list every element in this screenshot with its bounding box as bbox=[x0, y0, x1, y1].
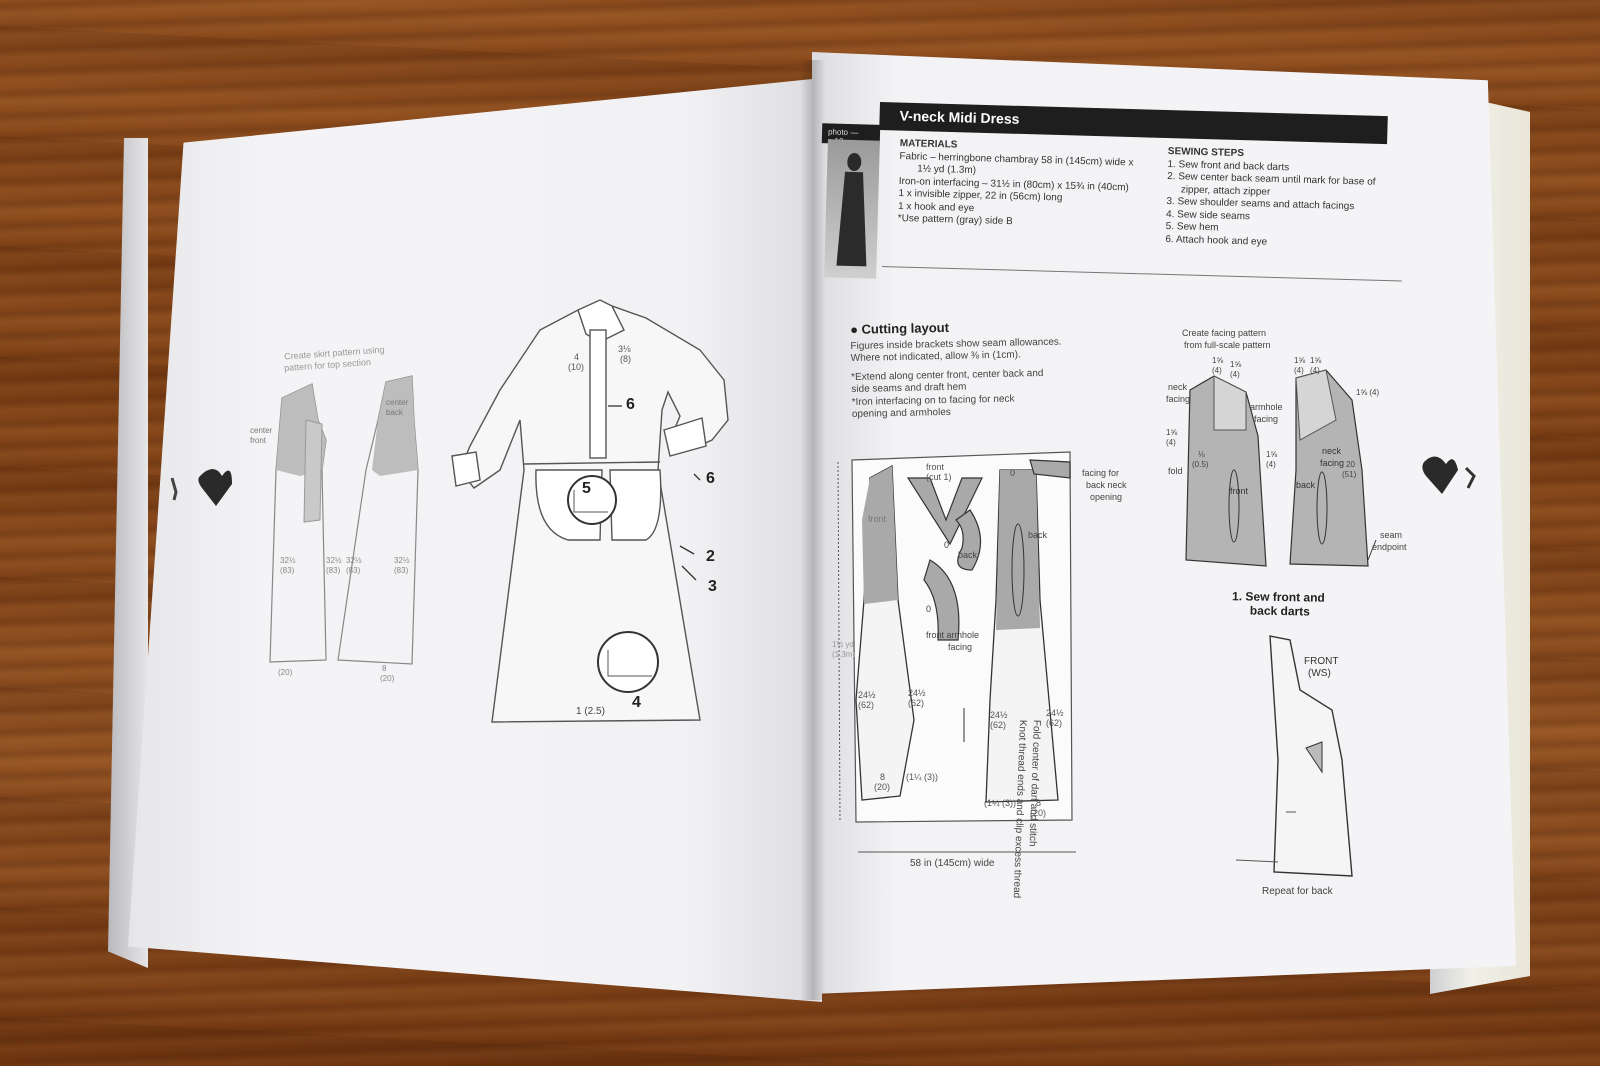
facing-front-label: front bbox=[1230, 486, 1249, 496]
model-photo-thumbnail bbox=[824, 139, 880, 279]
cut-front-facing-label: front bbox=[926, 462, 945, 472]
facing-m8-cm: (4) bbox=[1266, 460, 1276, 469]
skirt-measure-4-cm: (83) bbox=[394, 566, 409, 575]
back-length-2: 24½ bbox=[1046, 708, 1064, 718]
front-armhole-label: front armhole bbox=[926, 630, 980, 640]
front-length-cm: (62) bbox=[858, 700, 875, 710]
front-hem: 8 bbox=[880, 772, 886, 782]
skirt-hem-measure-2: 8 bbox=[382, 664, 387, 673]
book-gutter-shadow bbox=[800, 60, 826, 1000]
back-hem-sa: (1¼ (3)) bbox=[984, 798, 1017, 808]
facing-m4-cm: (4) bbox=[1310, 366, 1320, 375]
facing-m7: ⅛ bbox=[1198, 450, 1205, 459]
front-armhole-facing-label: facing bbox=[948, 642, 973, 652]
neck-facing-label-1: neck bbox=[1168, 382, 1188, 392]
skirt-measure-1: 32½ bbox=[280, 556, 296, 565]
repeat-for-back-label: Repeat for back bbox=[1262, 886, 1333, 897]
fabric-length-m: (1.3m) bbox=[832, 650, 856, 659]
back-hem-cm: (20) bbox=[1030, 808, 1047, 818]
center-front-label: center bbox=[250, 426, 273, 435]
facing-m3-cm: (4) bbox=[1294, 366, 1304, 375]
facing-m6: 1⅝ bbox=[1166, 428, 1178, 437]
front-length-2: 24½ bbox=[908, 688, 926, 698]
facing-back-neck-label-3: opening bbox=[1090, 492, 1123, 502]
step-label-3: 3 bbox=[708, 578, 717, 595]
seam-zero-2: 0 bbox=[944, 540, 950, 550]
skirt-measure-3: 32½ bbox=[346, 556, 362, 565]
front-ws-label-1: FRONT bbox=[1304, 656, 1339, 667]
seam-zero-3: 0 bbox=[926, 604, 932, 614]
front-length: 24½ bbox=[858, 690, 876, 700]
seam-endpoint-label-1: seam bbox=[1380, 530, 1403, 540]
back-length-2-cm: (62) bbox=[1046, 718, 1063, 728]
facing-back-neck-label-1: facing for bbox=[1082, 468, 1120, 478]
facing-m6-cm: (4) bbox=[1166, 438, 1176, 447]
front-ws-label-2: (WS) bbox=[1308, 668, 1331, 679]
facing-m1: 1⅝ bbox=[1212, 356, 1224, 365]
dress-measure-2-cm: (8) bbox=[620, 354, 631, 364]
front-hem-cm: (20) bbox=[874, 782, 891, 792]
facing-back-label: back bbox=[1296, 480, 1316, 490]
front-hem-sa: (1¼ (3)) bbox=[906, 772, 939, 782]
back-length-cm: (62) bbox=[990, 720, 1007, 730]
center-back-label-2: back bbox=[386, 408, 403, 417]
skirt-measure-4: 32½ bbox=[394, 556, 410, 565]
facing-note-2: from full-scale pattern bbox=[1184, 340, 1271, 350]
facing-m2-cm: (4) bbox=[1230, 370, 1240, 379]
fabric-length: 1½ yd bbox=[832, 640, 854, 649]
facing-m9-cm: (51) bbox=[1342, 470, 1357, 479]
neck-facing-label-2: facing bbox=[1166, 394, 1191, 404]
back-length: 24½ bbox=[990, 710, 1008, 720]
facing-m1-cm: (4) bbox=[1212, 366, 1222, 375]
step-label-6b: 6 bbox=[706, 470, 715, 487]
facing-m3: 1⅝ bbox=[1294, 356, 1306, 365]
armhole-facing-label-2: facing bbox=[1254, 414, 1279, 424]
dress-measure-1-cm: (10) bbox=[568, 362, 585, 372]
center-back-label: center bbox=[386, 398, 409, 407]
facing-back-neck-label-2: back neck bbox=[1086, 480, 1127, 490]
left-page bbox=[128, 78, 822, 1002]
step-label-4: 4 bbox=[632, 694, 641, 711]
fabric-width-label: 58 in (145cm) wide bbox=[910, 858, 995, 869]
skirt-measure-1-cm: (83) bbox=[280, 566, 295, 575]
back-hem: 8 bbox=[1036, 798, 1042, 808]
cut-1-label: (cut 1) bbox=[926, 472, 952, 482]
dress-measure-1: 4 bbox=[574, 352, 580, 362]
step-label-2: 2 bbox=[706, 548, 715, 565]
skirt-measure-2: 32½ bbox=[326, 556, 342, 565]
facing-m5: 1⅝ (4) bbox=[1356, 388, 1380, 397]
dress-measure-2: 3⅛ bbox=[618, 344, 631, 354]
back-neck-facing-label-1: neck bbox=[1322, 446, 1342, 456]
cut-front-label: front bbox=[868, 514, 887, 524]
cut-back-label: back bbox=[1028, 530, 1048, 540]
facing-m8: 1⅝ bbox=[1266, 450, 1278, 459]
facing-m4: 1⅝ bbox=[1310, 356, 1322, 365]
seam-zero-1: 0 bbox=[1010, 468, 1016, 478]
facing-m2: 1⅝ bbox=[1230, 360, 1242, 369]
skirt-measure-2-cm: (83) bbox=[326, 566, 341, 575]
front-length-2-cm: (62) bbox=[908, 698, 925, 708]
cut-back-facing-label: back bbox=[958, 550, 978, 560]
dress-hem-allowance: 1 (2.5) bbox=[576, 706, 605, 717]
step-label-5: 5 bbox=[582, 480, 591, 497]
fold-label: fold bbox=[1168, 466, 1183, 476]
armhole-facing-label-1: armhole bbox=[1250, 402, 1283, 412]
skirt-hem-measure-2-cm: (20) bbox=[380, 674, 395, 683]
skirt-measure-3-cm: (83) bbox=[346, 566, 361, 575]
facing-m9: 20 bbox=[1346, 460, 1355, 469]
center-front-label-2: front bbox=[250, 436, 267, 445]
seam-endpoint-label-2: endpoint bbox=[1372, 542, 1407, 552]
step-label-6a: 6 bbox=[626, 396, 635, 413]
facing-note-1: Create facing pattern bbox=[1182, 328, 1267, 338]
facing-m7-cm: (0.5) bbox=[1192, 460, 1209, 469]
skirt-hem-measure-1: (20) bbox=[278, 668, 293, 677]
back-neck-facing-label-2: facing bbox=[1320, 458, 1345, 468]
